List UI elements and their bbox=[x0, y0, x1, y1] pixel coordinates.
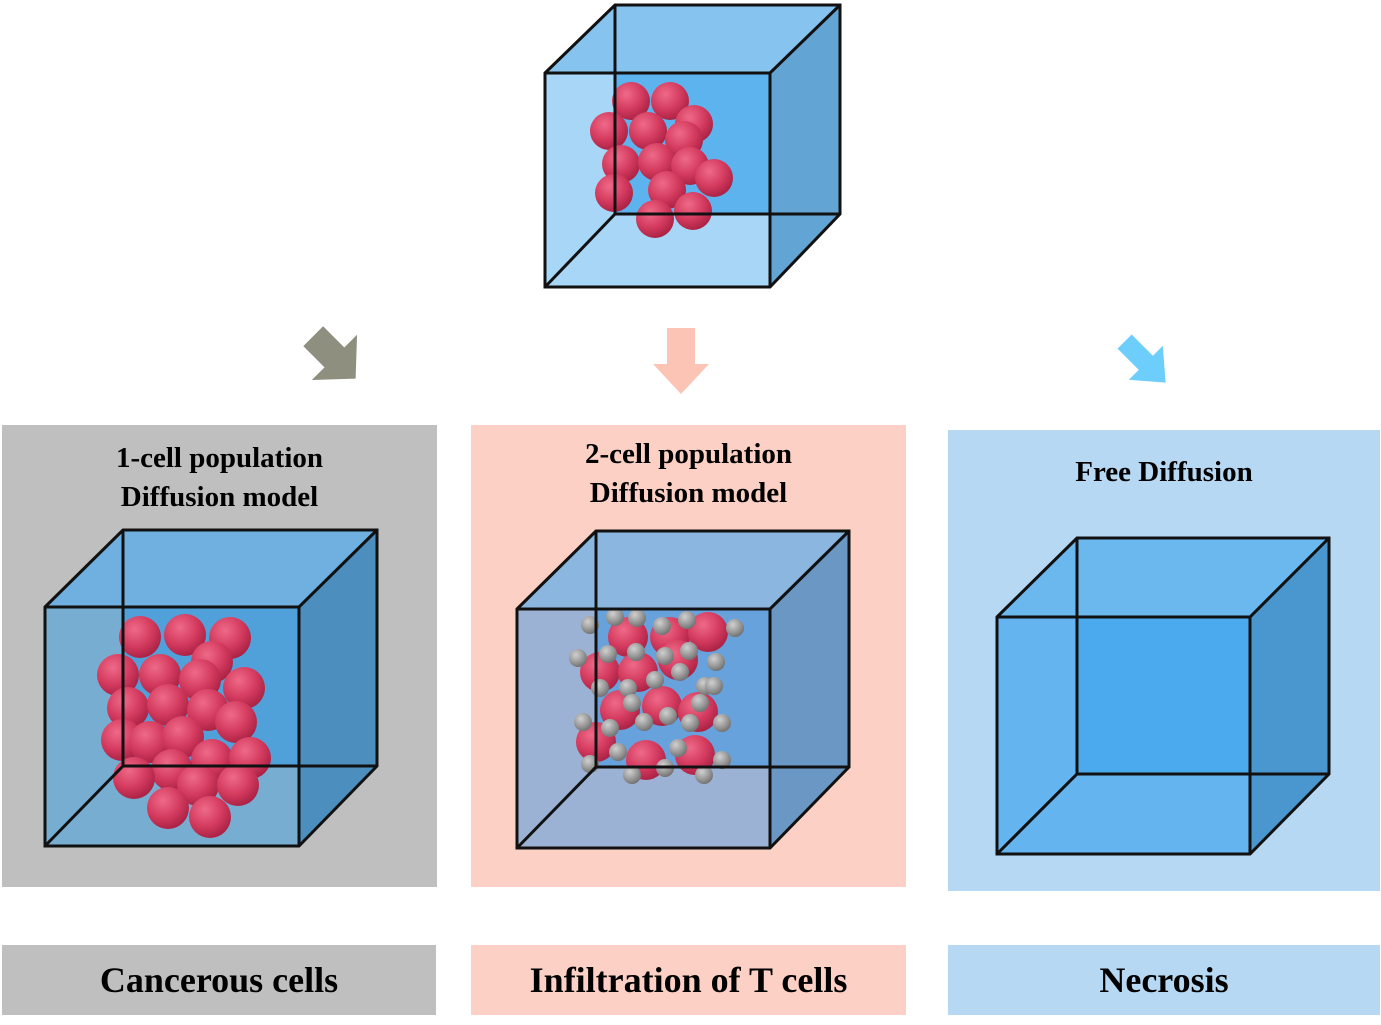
cancer-cell bbox=[612, 82, 650, 120]
t-cell bbox=[707, 653, 725, 671]
cancer-cell bbox=[651, 82, 689, 120]
cancer-cell bbox=[602, 145, 640, 183]
t-cell bbox=[606, 608, 624, 626]
panel-free-diffusion-title: Free Diffusion bbox=[948, 453, 1380, 492]
cancer-cell bbox=[688, 612, 728, 652]
cancer-cell bbox=[107, 687, 149, 729]
t-cell bbox=[609, 743, 627, 761]
t-cell bbox=[695, 766, 713, 784]
cube-2cell-cells bbox=[569, 608, 744, 784]
label-t-cell-infiltration-text: Infiltration of T cells bbox=[529, 960, 848, 1000]
panel-1cell-title-line1: 1-cell population bbox=[115, 442, 324, 474]
blue-arrow-icon bbox=[1117, 334, 1166, 383]
top-cube-right-face bbox=[770, 5, 840, 287]
panel-free-diffusion-title-line1: Free Diffusion bbox=[1075, 456, 1253, 488]
cancer-cell bbox=[217, 764, 259, 806]
panel-2cell-title-line2: Diffusion model bbox=[589, 477, 788, 509]
cancer-cell bbox=[177, 764, 219, 806]
t-cell bbox=[678, 611, 696, 629]
t-cell bbox=[671, 663, 689, 681]
cancer-cell bbox=[223, 667, 265, 709]
t-cell bbox=[681, 714, 699, 732]
cancer-cell bbox=[119, 616, 161, 658]
t-cell bbox=[627, 643, 645, 661]
cube-2cell-icon bbox=[515, 529, 851, 850]
cancer-cell bbox=[113, 757, 155, 799]
label-cancerous-cells: Cancerous cells bbox=[2, 945, 436, 1015]
t-cell bbox=[599, 645, 617, 663]
top-cube-cells bbox=[590, 82, 733, 238]
cube-empty-icon bbox=[995, 536, 1331, 856]
cube-1cell-icon bbox=[43, 528, 379, 848]
cancer-cell bbox=[674, 192, 712, 230]
cube-1cell-cells bbox=[97, 614, 271, 838]
panel-2cell-title-line1: 2-cell population bbox=[584, 438, 793, 470]
t-cell bbox=[680, 642, 698, 660]
t-cell bbox=[623, 766, 641, 784]
panel-1cell-title: 1-cell population Diffusion model bbox=[2, 439, 437, 517]
top-cube-icon bbox=[543, 3, 842, 289]
label-cancerous-cells-text: Cancerous cells bbox=[99, 960, 339, 1000]
t-cell bbox=[646, 671, 664, 689]
label-t-cell-infiltration: Infiltration of T cells bbox=[471, 945, 906, 1015]
top-cube-edges bbox=[543, 3, 842, 289]
cancer-cell bbox=[147, 787, 189, 829]
cancer-cell bbox=[162, 716, 204, 758]
cancer-cell bbox=[164, 614, 206, 656]
cancer-cell bbox=[695, 159, 733, 197]
t-cell bbox=[669, 739, 687, 757]
t-cell bbox=[659, 707, 677, 725]
t-cell bbox=[656, 647, 674, 665]
t-cell bbox=[713, 714, 731, 732]
t-cell bbox=[726, 619, 744, 637]
cancer-cell bbox=[147, 684, 189, 726]
gray-arrow-icon bbox=[303, 326, 358, 381]
panel-2cell-title: 2-cell population Diffusion model bbox=[471, 435, 906, 513]
t-cell bbox=[691, 694, 709, 712]
cancer-cell bbox=[636, 200, 674, 238]
t-cell bbox=[653, 617, 671, 635]
panel-1cell-title-line2: Diffusion model bbox=[120, 481, 319, 513]
cancer-cell bbox=[590, 112, 628, 150]
t-cell bbox=[591, 679, 609, 697]
t-cell bbox=[628, 609, 646, 627]
t-cell bbox=[601, 719, 619, 737]
t-cell bbox=[569, 649, 587, 667]
top-cube-top-face bbox=[545, 5, 840, 73]
t-cell bbox=[713, 751, 731, 769]
t-cell bbox=[705, 677, 723, 695]
cancer-cell bbox=[215, 701, 257, 743]
label-necrosis-text: Necrosis bbox=[1099, 960, 1229, 1000]
pink-arrow-icon bbox=[653, 328, 709, 394]
label-necrosis: Necrosis bbox=[948, 945, 1380, 1015]
t-cell bbox=[574, 713, 592, 731]
cancer-cell bbox=[97, 654, 139, 696]
t-cell bbox=[623, 694, 641, 712]
t-cell bbox=[635, 713, 653, 731]
cancer-cell bbox=[648, 171, 686, 209]
cancer-cell bbox=[629, 112, 667, 150]
t-cell bbox=[619, 679, 637, 697]
cancer-cell bbox=[189, 796, 231, 838]
